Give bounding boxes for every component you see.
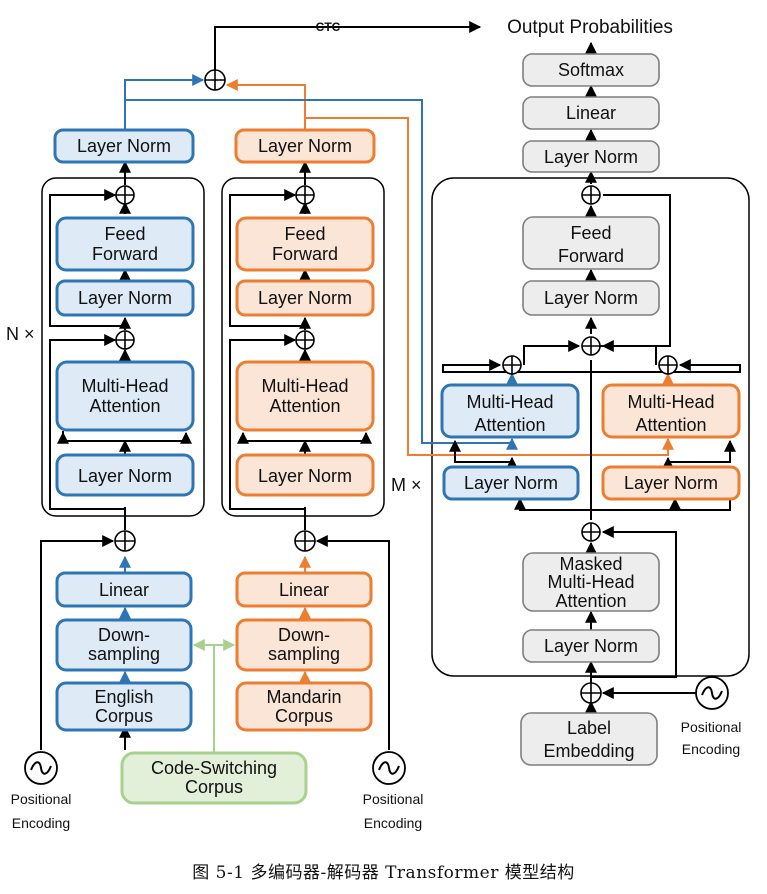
- enc-zh-linear: [235, 571, 373, 608]
- enc-en-corpus-label-2: Corpus: [95, 706, 153, 726]
- output-probabilities-label: Output Probabilities: [507, 17, 673, 38]
- pe-right-label-1: Positional: [363, 791, 424, 807]
- dec-layer-norm-ff-label: Layer Norm: [544, 288, 638, 308]
- sum-node-plus-signs: [115, 70, 677, 703]
- enc-en-layer-norm-mha-label: Layer Norm: [78, 466, 172, 486]
- dec-linear-label: Linear: [566, 103, 616, 123]
- encoder-mandarin-frame: [221, 177, 385, 517]
- enc-zh-corpus-label-2: Corpus: [275, 706, 333, 726]
- code-switching-corpus-box: [120, 751, 308, 805]
- dec-softmax: [522, 53, 660, 87]
- encoder-output-routing: [119, 74, 674, 753]
- enc-zh-feed-forward-label-2: Forward: [272, 244, 338, 264]
- enc-zh-layer-norm-mha-label: Layer Norm: [258, 466, 352, 486]
- dec-layer-norm-mandarin: [601, 465, 741, 501]
- enc-en-corpus: [55, 681, 193, 732]
- enc-en-mha-label-2: Attention: [89, 396, 160, 416]
- enc-en-multi-head-attention: [55, 360, 195, 432]
- enc-zh-corpus: [235, 681, 373, 732]
- dec-feed-forward-label-1: Feed: [570, 223, 611, 243]
- dec-masked-mha: [522, 552, 660, 612]
- dec-mha-mandarin: [601, 383, 741, 439]
- dec-layer-norm-top: [522, 140, 660, 173]
- code-switching-label-2: Corpus: [185, 777, 243, 797]
- encoder-repeat-label: N ×: [6, 324, 35, 344]
- dec-softmax-label: Softmax: [558, 60, 624, 80]
- dec-label-embedding-label-2: Embedding: [543, 741, 634, 761]
- enc-zh-corpus-label-1: Mandarin: [266, 687, 341, 707]
- pe-decoder-label-2: Encoding: [682, 741, 740, 757]
- enc-en-layer-norm-ff: [55, 279, 195, 317]
- enc-en-feed-forward-label-2: Forward: [92, 244, 158, 264]
- figure-caption: 图 5-1 多编码器-解码器 Transformer 模型结构: [192, 863, 575, 883]
- pe-decoder-label-1: Positional: [681, 719, 742, 735]
- enc-en-downsampling-label-1: Down-: [98, 625, 150, 645]
- dec-layer-norm-bottom-label: Layer Norm: [544, 636, 638, 656]
- enc-en-mha-label-1: Multi-Head: [81, 376, 168, 396]
- dec-label-embedding-label-1: Label: [567, 718, 611, 738]
- code-switching-label-1: Code-Switching: [151, 758, 277, 778]
- enc-en-layer-norm-top: [53, 128, 195, 164]
- enc-zh-layer-norm-ff-label: Layer Norm: [258, 288, 352, 308]
- enc-en-corpus-label-1: English: [94, 687, 153, 707]
- enc-zh-feed-forward: [235, 216, 375, 272]
- dec-mha-right-label-1: Multi-Head: [627, 392, 714, 412]
- pe-left-label-2: Encoding: [12, 815, 70, 831]
- dec-layer-norm-ff: [522, 280, 660, 316]
- dec-mha-left-label-2: Attention: [474, 415, 545, 435]
- encoder-english-frame: [41, 177, 205, 517]
- dec-feed-forward-label-2: Forward: [558, 246, 624, 266]
- enc-en-downsampling: [55, 618, 193, 672]
- enc-zh-downsampling-label-1: Down-: [278, 625, 330, 645]
- enc-en-linear-label: Linear: [99, 580, 149, 600]
- enc-zh-layer-norm-top: [234, 128, 376, 164]
- dec-mha-left-label-1: Multi-Head: [466, 392, 553, 412]
- enc-en-layer-norm-mha: [55, 453, 195, 497]
- dec-mha-right-label-2: Attention: [635, 415, 706, 435]
- pe-right-label-2: Encoding: [364, 815, 422, 831]
- dec-feed-forward: [522, 216, 660, 270]
- enc-zh-linear-label: Linear: [279, 580, 329, 600]
- dec-mha-english: [440, 383, 580, 439]
- decoder-repeat-label: M ×: [391, 475, 422, 495]
- enc-zh-layer-norm-ff: [235, 279, 375, 317]
- enc-en-layer-norm-top-label: Layer Norm: [77, 136, 171, 156]
- enc-zh-downsampling-label-2: sampling: [268, 644, 340, 664]
- dec-layer-norm-bottom: [522, 629, 660, 663]
- dec-layer-norm-left-label: Layer Norm: [464, 473, 558, 493]
- transformer-diagram: CTC: [6, 17, 750, 831]
- enc-zh-layer-norm-top-label: Layer Norm: [258, 136, 352, 156]
- dec-layer-norm-right-label: Layer Norm: [624, 473, 718, 493]
- enc-zh-downsampling: [235, 618, 373, 672]
- english-encoder-connectors: [40, 160, 192, 750]
- dec-layer-norm-top-label: Layer Norm: [544, 147, 638, 167]
- mandarin-encoder-connectors: [229, 160, 390, 750]
- enc-en-linear: [55, 571, 193, 608]
- dec-masked-mha-label-2: Multi-Head: [547, 572, 634, 592]
- dec-masked-mha-label-3: Attention: [555, 591, 626, 611]
- enc-en-downsampling-label-2: sampling: [88, 644, 160, 664]
- enc-en-feed-forward-label-1: Feed: [104, 224, 145, 244]
- dec-label-embedding: [520, 712, 658, 766]
- enc-zh-mha-label-2: Attention: [269, 396, 340, 416]
- dec-linear: [522, 96, 660, 130]
- enc-zh-mha-label-1: Multi-Head: [261, 376, 348, 396]
- dec-masked-mha-label-1: Masked: [559, 554, 622, 574]
- enc-zh-feed-forward-label-1: Feed: [284, 224, 325, 244]
- pe-left-label-1: Positional: [11, 791, 72, 807]
- dec-layer-norm-english: [442, 465, 580, 501]
- enc-en-feed-forward: [55, 216, 195, 272]
- enc-en-layer-norm-ff-label: Layer Norm: [78, 288, 172, 308]
- enc-zh-layer-norm-mha: [235, 453, 375, 497]
- ctc-label: CTC: [316, 20, 341, 34]
- enc-zh-multi-head-attention: [235, 360, 375, 432]
- ctc-connectors: [214, 21, 482, 71]
